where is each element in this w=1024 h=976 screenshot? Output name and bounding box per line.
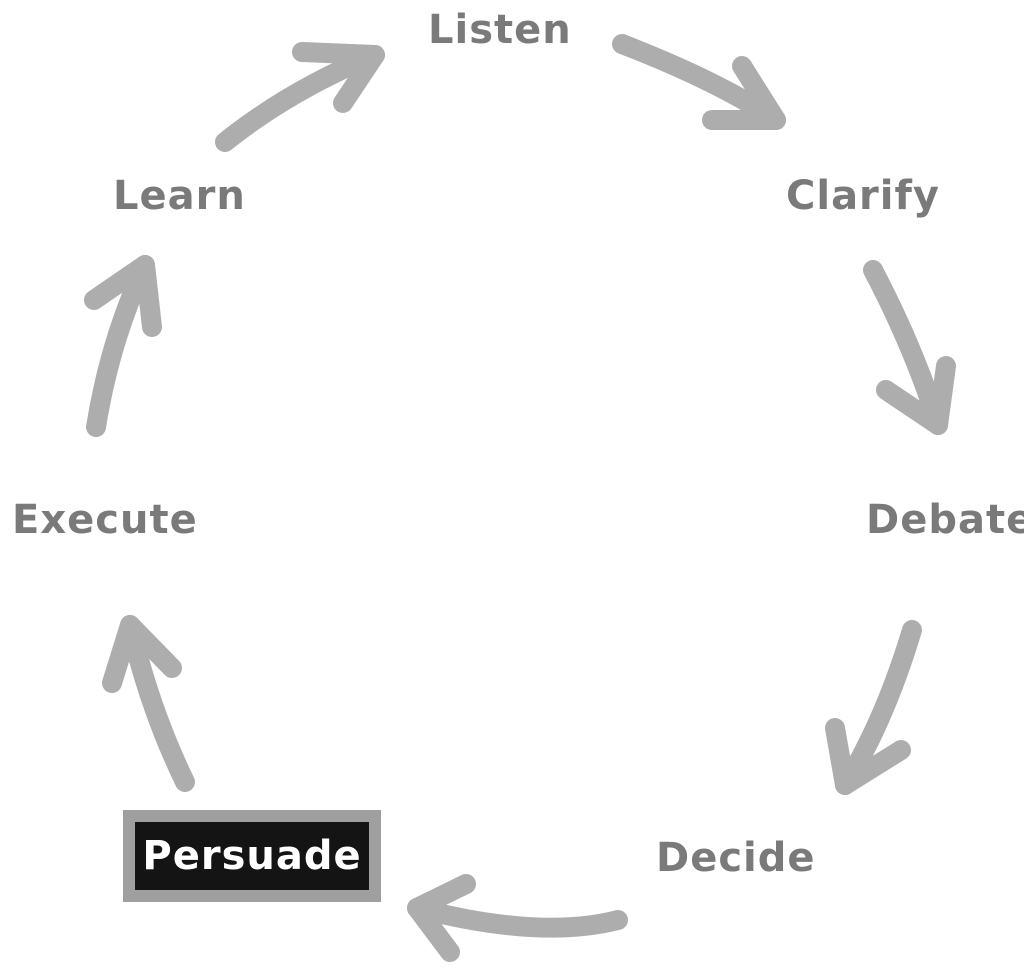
arrow-learn-to-listen: [215, 42, 385, 152]
arrow-persuade-to-execute: [102, 615, 195, 792]
step-label-execute: Execute: [12, 497, 198, 543]
step-label-debate: Debate: [866, 497, 1024, 543]
arrow-decide-to-persuade: [407, 874, 628, 962]
step-label-learn: Learn: [113, 173, 246, 219]
step-label-persuade: Persuade: [142, 833, 362, 879]
step-label-decide: Decide: [656, 835, 816, 881]
persuade-highlight-box: Persuade: [135, 822, 369, 890]
arrow-execute-to-learn: [84, 255, 162, 437]
arrow-clarify-to-debate: [863, 260, 956, 435]
arrow-debate-to-decide: [825, 620, 922, 795]
arrow-listen-to-clarify: [612, 34, 786, 130]
step-label-clarify: Clarify: [786, 173, 940, 219]
persuade-highlight-frame: Persuade: [123, 810, 381, 902]
step-label-listen: Listen: [428, 7, 572, 53]
